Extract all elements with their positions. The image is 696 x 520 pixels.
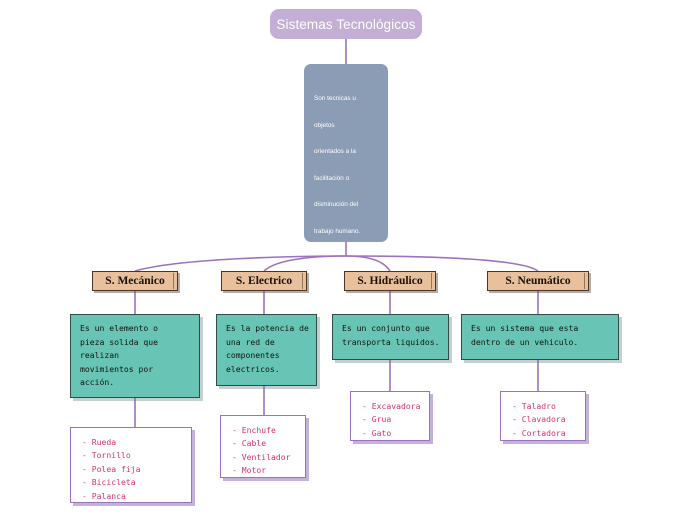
description-line: pieza solida que	[80, 336, 158, 347]
category-header-neumatico[interactable]: S. Neumático	[487, 271, 589, 291]
description-line: una red de	[226, 336, 275, 347]
category-header-label: S. Mecánico	[105, 275, 165, 287]
list-item: - Cortadora	[512, 427, 566, 438]
list-item: - Polea fija	[82, 463, 141, 474]
list-item: - Cable	[232, 438, 267, 449]
connector-fan-0	[134, 255, 347, 272]
connector-fan-1	[263, 255, 347, 272]
central-line: orientados a la	[314, 148, 356, 155]
category-header-label: S. Hidráulico	[357, 275, 423, 287]
description-line: Es la potencia de	[226, 323, 309, 333]
description-line: movimientos por	[80, 363, 154, 374]
description-box-neumatico[interactable]: Es un sistema que esta dentro de un vehi…	[461, 314, 619, 360]
central-line: Son tecnicas u	[314, 95, 356, 102]
central-definition-box[interactable]: Son tecnicas u objetos orientados a la f…	[304, 64, 388, 242]
list-item: - Grua	[362, 414, 392, 425]
list-item: - Enchufe	[232, 425, 276, 435]
category-header-hidraulico[interactable]: S. Hidráulico	[344, 271, 436, 291]
list-item: - Bicicleta	[82, 477, 136, 488]
list-item: - Ventilador	[232, 451, 291, 462]
description-line: realizan	[80, 350, 119, 361]
description-line: componentes	[226, 350, 280, 361]
description-box-hidraulico[interactable]: Es un conjunto que transporta liquidos.	[332, 314, 449, 360]
description-line: Es un conjunto que	[342, 323, 430, 333]
description-line: acción.	[80, 377, 115, 388]
examples-list-electrico[interactable]: - Enchufe - Cable - Ventilador - Motor	[220, 415, 306, 478]
category-header-label: S. Electrico	[235, 275, 293, 287]
root-node-label: Sistemas Tecnológicos	[276, 16, 416, 32]
list-item: - Excavadora	[362, 401, 421, 411]
list-item: - Gato	[362, 427, 392, 438]
list-item: - Taladro	[512, 401, 556, 411]
central-line: disminución del	[314, 201, 359, 208]
examples-list-hidraulico[interactable]: - Excavadora - Grua - Gato	[350, 391, 430, 441]
examples-list-mecanico[interactable]: - Rueda - Tornillo - Polea fija - Bicicl…	[70, 427, 192, 503]
description-line: Es un elemento o	[80, 323, 158, 333]
list-item: - Tornillo	[82, 450, 131, 461]
category-header-electrico[interactable]: S. Electrico	[221, 271, 307, 291]
description-box-electrico[interactable]: Es la potencia de una red de componentes…	[216, 314, 317, 386]
root-node[interactable]: Sistemas Tecnológicos	[270, 9, 422, 39]
list-item: - Palanca	[82, 490, 126, 501]
category-header-mecanico[interactable]: S. Mecánico	[92, 271, 178, 291]
central-line: trabajo humano.	[314, 227, 361, 235]
list-item: - Clavadora	[512, 414, 566, 425]
description-box-mecanico[interactable]: Es un elemento o pieza solida que realiz…	[70, 314, 200, 398]
description-line: Es un sistema que esta	[471, 323, 579, 333]
examples-list-neumatico[interactable]: - Taladro - Clavadora - Cortadora	[500, 391, 586, 441]
list-item: - Rueda	[82, 437, 117, 447]
connector-fan-3	[345, 255, 539, 272]
category-header-label: S. Neumático	[505, 275, 571, 287]
description-line: dentro de un vehiculo.	[471, 336, 579, 347]
description-line: electricos.	[226, 363, 280, 374]
central-line: objetos	[314, 121, 335, 129]
central-line: facilitación o	[314, 174, 350, 182]
list-item: - Motor	[232, 465, 267, 476]
description-line: transporta liquidos.	[342, 336, 440, 347]
connector-fan-2	[345, 255, 391, 272]
